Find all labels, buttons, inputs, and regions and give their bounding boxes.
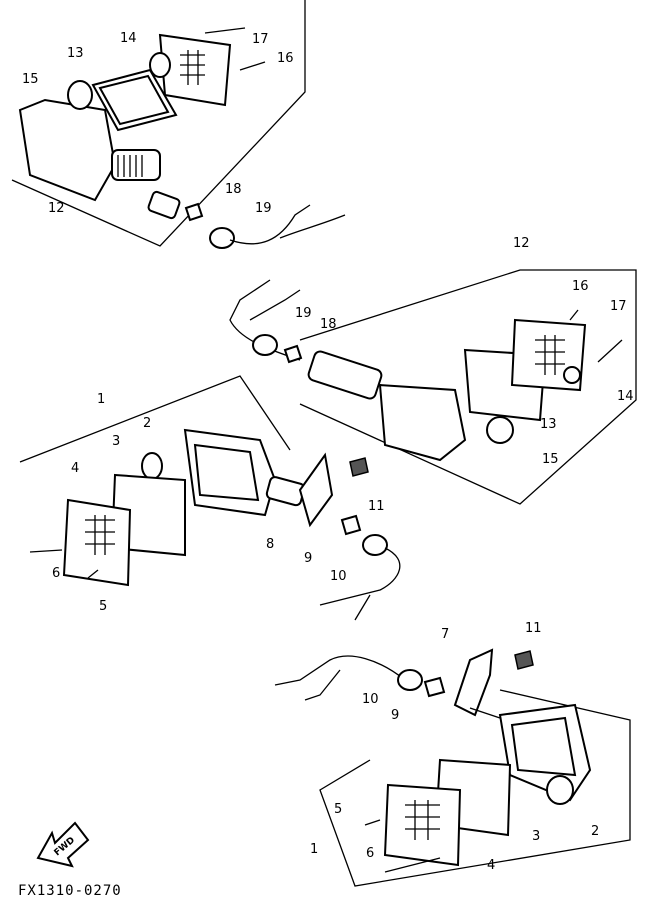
diagram-code: FX1310-0270 xyxy=(18,883,122,899)
lens-4 xyxy=(383,783,462,867)
top-turn-signal-assembly: 14 17 13 16 15 18 19 12 xyxy=(18,27,346,249)
top-assembly-frame xyxy=(11,0,306,247)
bottom-assembly-frame xyxy=(319,689,631,887)
grommet-19 xyxy=(209,227,235,249)
left-assembly-frame xyxy=(19,375,291,463)
bulb xyxy=(149,52,171,78)
label-19: 19 xyxy=(255,201,272,216)
label-18: 18 xyxy=(320,317,337,332)
lens-grid xyxy=(85,515,115,555)
label-19: 19 xyxy=(295,306,312,321)
label-4: 4 xyxy=(487,858,495,873)
screw-6 xyxy=(384,857,441,873)
screw-5 xyxy=(87,569,99,579)
bulb-14 xyxy=(563,366,581,384)
bulb-15 xyxy=(67,80,93,110)
screw-17 xyxy=(597,339,623,363)
label-17: 17 xyxy=(610,299,627,314)
label-14: 14 xyxy=(120,31,137,46)
label-13: 13 xyxy=(67,46,84,61)
screw-6 xyxy=(29,549,63,553)
label-11: 11 xyxy=(525,621,542,636)
label-7: 7 xyxy=(441,627,449,642)
lamp-neck xyxy=(307,350,383,400)
screw-16 xyxy=(239,61,266,71)
housing-opening xyxy=(193,443,260,502)
lens-grid xyxy=(535,335,565,375)
lamp-housing xyxy=(18,98,117,202)
grommet-10 xyxy=(362,534,388,556)
bracket-7 xyxy=(453,648,494,717)
nut-18 xyxy=(283,344,303,364)
bolt-11 xyxy=(514,650,534,670)
screw-17 xyxy=(204,27,246,34)
label-4: 4 xyxy=(71,461,79,476)
label-17: 17 xyxy=(252,32,269,47)
label-5: 5 xyxy=(99,599,107,614)
lens-4 xyxy=(62,498,132,587)
label-1: 1 xyxy=(97,392,105,407)
label-18: 18 xyxy=(225,182,242,197)
bottom-turn-signal-assembly: 7 11 10 9 5 1 6 3 2 4 xyxy=(274,621,599,873)
stem xyxy=(147,190,181,220)
bulb-2 xyxy=(546,775,574,805)
label-3: 3 xyxy=(112,434,120,449)
label-1: 1 xyxy=(310,842,318,857)
lens-grid xyxy=(180,50,205,85)
nut-9 xyxy=(423,676,446,698)
lamp-housing xyxy=(378,383,467,462)
screw-16 xyxy=(569,309,579,321)
lens xyxy=(158,33,232,107)
label-16: 16 xyxy=(572,279,589,294)
label-2: 2 xyxy=(143,416,151,431)
housing-opening xyxy=(510,716,577,777)
wire-harness xyxy=(274,655,406,701)
bolt-11 xyxy=(349,457,369,477)
label-15: 15 xyxy=(542,452,559,467)
label-12: 12 xyxy=(513,236,530,251)
label-9: 9 xyxy=(391,708,399,723)
label-3: 3 xyxy=(532,829,540,844)
bracket-8 xyxy=(298,452,334,528)
nut-9 xyxy=(340,514,362,536)
grommet-10 xyxy=(397,669,423,691)
screw-5 xyxy=(364,819,381,826)
left-turn-signal-assembly: 1 2 3 4 6 5 8 9 10 11 xyxy=(29,392,401,621)
wire-harness xyxy=(319,547,401,621)
forward-arrow-icon: FWD xyxy=(36,821,90,868)
label-6: 6 xyxy=(366,846,374,861)
stem xyxy=(469,707,501,719)
label-9: 9 xyxy=(304,551,312,566)
label-14: 14 xyxy=(617,389,634,404)
wire-harness xyxy=(229,204,346,245)
label-15: 15 xyxy=(22,72,39,87)
label-5: 5 xyxy=(334,802,342,817)
bulb-2 xyxy=(141,452,163,480)
label-10: 10 xyxy=(362,692,379,707)
right-turn-signal-assembly: 12 16 17 19 18 14 13 15 xyxy=(229,236,634,467)
label-8: 8 xyxy=(266,537,274,552)
label-11: 11 xyxy=(368,499,385,514)
label-2: 2 xyxy=(591,824,599,839)
label-10: 10 xyxy=(330,569,347,584)
label-12: 12 xyxy=(48,201,65,216)
right-assembly-frame xyxy=(299,269,637,505)
thread xyxy=(117,155,143,177)
label-13: 13 xyxy=(540,417,557,432)
lens-gasket-inner xyxy=(98,74,170,126)
lens-grid xyxy=(405,800,440,840)
label-16: 16 xyxy=(277,51,294,66)
grommet-19 xyxy=(252,334,278,356)
label-6: 6 xyxy=(52,566,60,581)
nut-18 xyxy=(184,202,204,222)
bulb-15 xyxy=(486,416,514,444)
